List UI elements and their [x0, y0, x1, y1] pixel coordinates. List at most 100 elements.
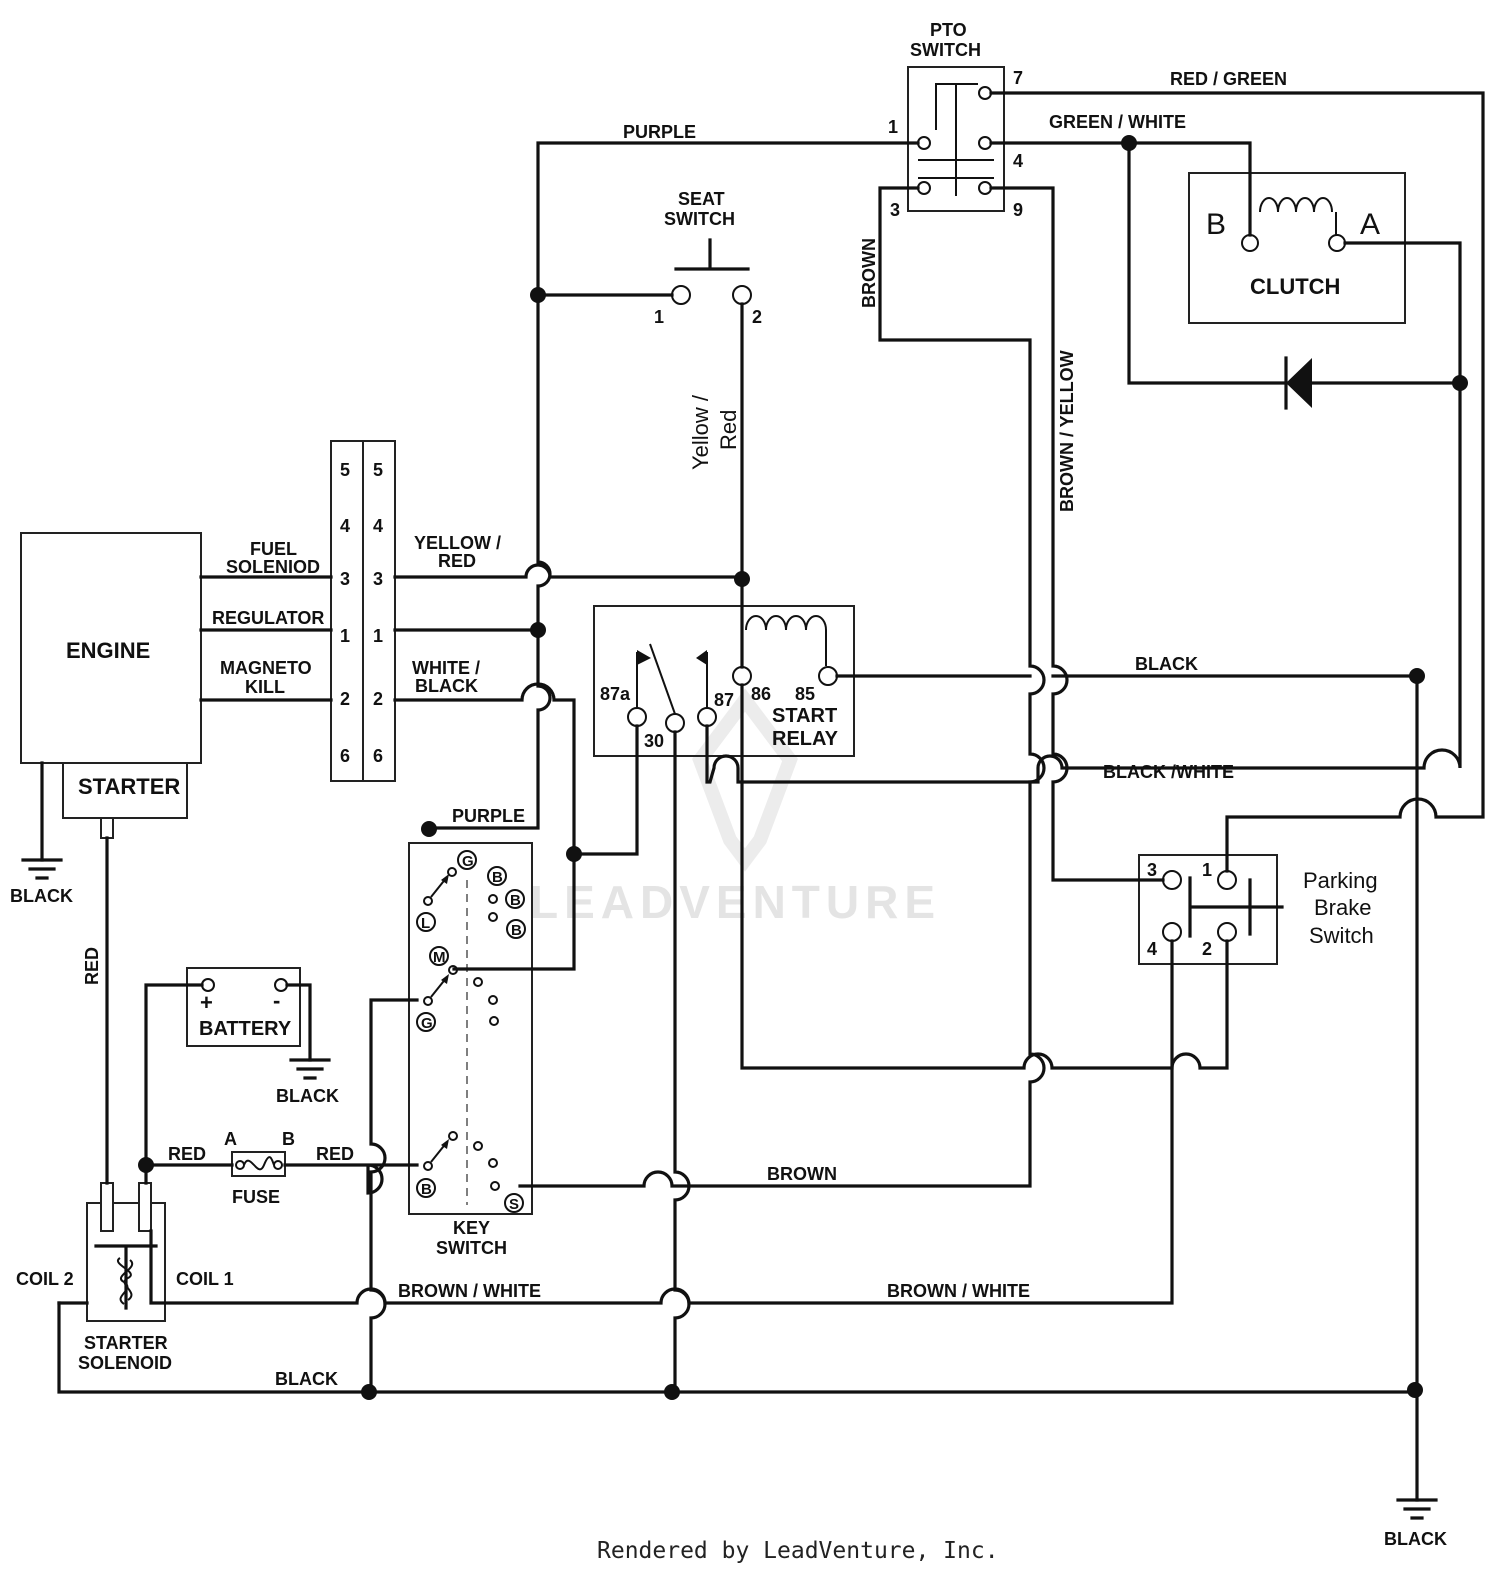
battery: + - BATTERY: [186, 967, 301, 1047]
pto-pin-3: 3: [890, 200, 900, 220]
key-pin-b2: B: [510, 892, 521, 909]
seat-switch: SEAT SWITCH 1 2: [654, 189, 762, 327]
fuel-solenoid-label-1: FUEL: [250, 539, 297, 559]
conn-right-1: 1: [373, 626, 383, 646]
white-black-label-1: WHITE /: [412, 658, 480, 678]
purple-key-label: PURPLE: [452, 806, 525, 826]
red-vertical-label: RED: [82, 947, 102, 985]
key-pin-l: L: [421, 915, 430, 932]
key-switch: G B B B L M G B S KEY SWITCH: [408, 842, 533, 1258]
parking-pin-3: 3: [1147, 860, 1157, 880]
yellow-red-label-2: RED: [438, 551, 476, 571]
pto-label-2: SWITCH: [910, 40, 981, 60]
fuse: A B FUSE: [224, 1129, 295, 1207]
clutch-a-label: A: [1360, 208, 1380, 241]
fuel-solenoid-label-2: SOLENIOD: [226, 557, 320, 577]
watermark: LEADVENTURE: [530, 688, 941, 928]
fuse-a-label: A: [224, 1129, 237, 1149]
starter-solenoid-label-1: STARTER: [84, 1333, 168, 1353]
junctions: [138, 135, 1468, 1400]
green-white-label: GREEN / WHITE: [1049, 112, 1186, 132]
relay-terminal-86: [732, 666, 752, 686]
purple-top-label: PURPLE: [623, 122, 696, 142]
fuse-label: FUSE: [232, 1187, 280, 1207]
magneto-label-1: MAGNETO: [220, 658, 312, 678]
parking-terminal-4: [1162, 922, 1182, 942]
conn-right-4: 4: [373, 516, 383, 536]
parking-pin-1: 1: [1202, 860, 1212, 880]
seat-terminal-2: [732, 285, 752, 305]
starter-label: STARTER: [78, 774, 180, 799]
relay-terminal-85: [818, 666, 838, 686]
brown-vertical-label: BROWN: [859, 238, 879, 308]
key-switch-label-2: SWITCH: [436, 1238, 507, 1258]
conn-left-4: 4: [340, 516, 350, 536]
brown-white-right-label: BROWN / WHITE: [887, 1281, 1030, 1301]
battery-plus: +: [200, 990, 213, 1015]
clutch: B A CLUTCH: [1188, 172, 1406, 324]
pto-label-1: PTO: [930, 20, 967, 40]
pto-terminal-3: [917, 181, 931, 195]
pto-pin-4: 4: [1013, 151, 1023, 171]
relay-pin-86: 86: [751, 684, 771, 704]
engine-label: ENGINE: [66, 638, 150, 663]
parking-terminal-2: [1217, 922, 1237, 942]
diode: [1284, 356, 1312, 410]
fuse-b-label: B: [282, 1129, 295, 1149]
key-pin-b1: B: [492, 869, 503, 886]
clutch-b-label: B: [1206, 208, 1226, 241]
battery-label: BATTERY: [199, 1018, 292, 1040]
conn-right-6: 6: [373, 746, 383, 766]
pto-pin-1: 1: [888, 117, 898, 137]
seat-label-2: SWITCH: [664, 209, 735, 229]
pto-pin-7: 7: [1013, 68, 1023, 88]
conn-left-1: 1: [340, 626, 350, 646]
footer-credit: Rendered by LeadVenture, Inc.: [597, 1538, 999, 1564]
yellow-red-label-1: YELLOW /: [414, 533, 501, 553]
parking-pin-4: 4: [1147, 939, 1157, 959]
relay-pin-85: 85: [795, 684, 815, 704]
key-pin-g-mid: G: [421, 1015, 433, 1032]
starter-solenoid-label-2: SOLENOID: [78, 1353, 172, 1373]
relay-pin-87: 87: [714, 690, 734, 710]
red-right-label: RED: [316, 1144, 354, 1164]
engine: ENGINE STARTER FUEL SOLENIOD REGULATOR M…: [20, 532, 324, 839]
clutch-terminal-b: [1241, 234, 1259, 252]
clutch-terminal-a: [1328, 234, 1346, 252]
black-bottom-label: BLACK: [275, 1369, 338, 1389]
parking-pin-2: 2: [1202, 939, 1212, 959]
conn-right-5: 5: [373, 460, 383, 480]
coil2-label: COIL 2: [16, 1269, 74, 1289]
seat-pin-1: 1: [654, 307, 664, 327]
key-pin-b3: B: [511, 922, 522, 939]
black-battery-label: BLACK: [276, 1086, 339, 1106]
parking-label-2: Brake: [1314, 895, 1371, 920]
parking-label-3: Switch: [1309, 923, 1374, 948]
red-left-label: RED: [168, 1144, 206, 1164]
conn-left-5: 5: [340, 460, 350, 480]
relay-pin-87a: 87a: [600, 684, 631, 704]
pto-terminal-7: [978, 86, 992, 100]
relay-terminal-30: [665, 713, 685, 733]
seat-terminal-1: [671, 285, 691, 305]
conn-right-2: 2: [373, 689, 383, 709]
relay-terminal-87a: [627, 707, 647, 727]
key-pin-g-top: G: [462, 853, 474, 870]
battery-minus: -: [273, 988, 280, 1013]
pto-terminal-4: [978, 136, 992, 150]
white-black-label-2: BLACK: [415, 676, 478, 696]
parking-terminal-3: [1162, 870, 1182, 890]
wire-labels: RED / GREEN PURPLE GREEN / WHITE BROWN B…: [10, 69, 1447, 1549]
key-pin-b-bottom: B: [421, 1181, 432, 1198]
seat-label-1: SEAT: [678, 189, 725, 209]
starter-solenoid: COIL 2 COIL 1 STARTER SOLENOID: [16, 1182, 234, 1373]
coil1-label: COIL 1: [176, 1269, 234, 1289]
yellow-red-vertical-2: Red: [716, 410, 741, 450]
pto-terminal-9: [978, 181, 992, 195]
watermark-text: LEADVENTURE: [530, 876, 941, 928]
parking-terminal-1: [1217, 870, 1237, 890]
clutch-label: CLUTCH: [1250, 274, 1340, 299]
magneto-label-2: KILL: [245, 677, 285, 697]
parking-brake-switch: 3 1 4 2 Parking Brake Switch: [1138, 854, 1378, 965]
